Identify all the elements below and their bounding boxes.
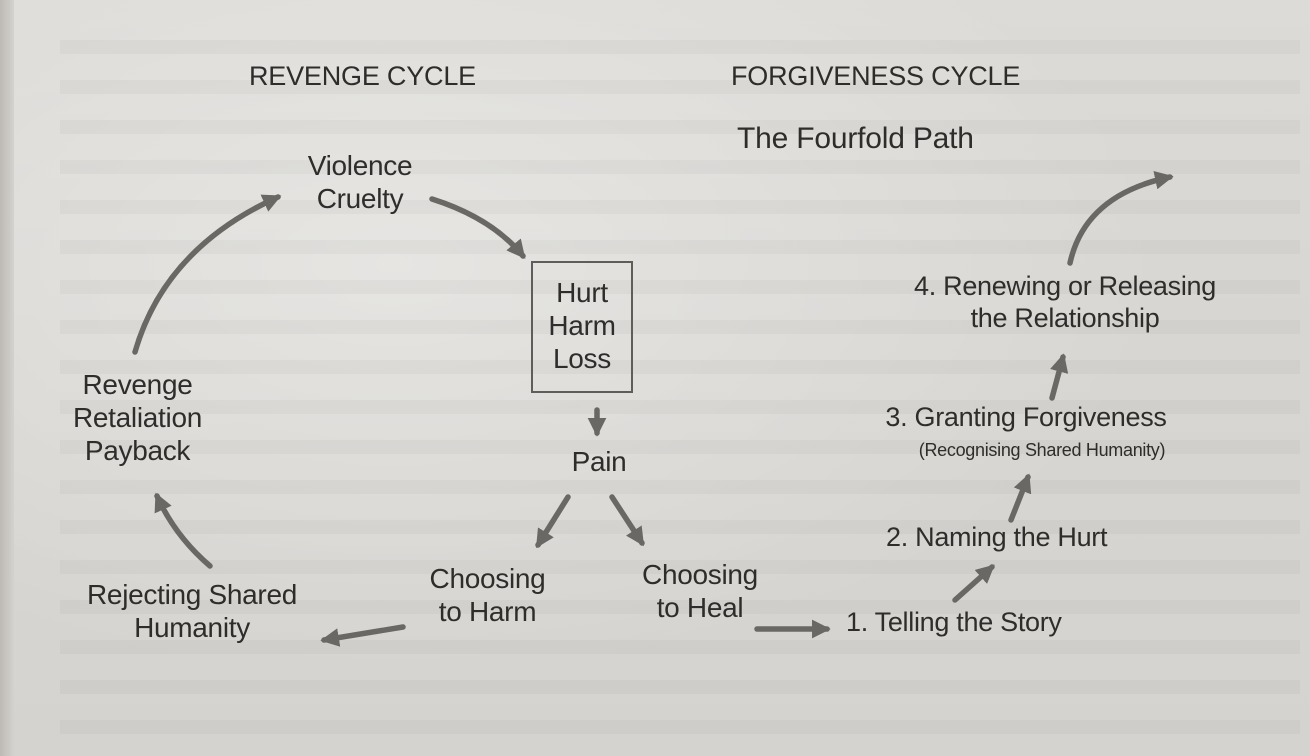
step-2-naming-the-hurt: 2. Naming the Hurt: [886, 522, 1141, 554]
arrow-harm-to-rejecting: [320, 624, 406, 647]
node-pain: Pain: [571, 446, 627, 477]
node-line: to Heal: [656, 591, 744, 623]
step-line: 4. Renewing or Releasing: [914, 271, 1216, 301]
node-choosing-to-harm: Choosing to Harm: [415, 563, 560, 629]
node-line: Humanity: [134, 611, 250, 643]
revenge-cycle-heading: REVENGE CYCLE: [249, 61, 476, 91]
step-3-granting-forgiveness: 3. Granting Forgiveness: [856, 402, 1196, 434]
node-hurt-harm-loss: Hurt Harm Loss: [535, 277, 629, 375]
step-3-note: (Recognising Shared Humanity): [918, 440, 1166, 460]
node-line: Rejecting Shared: [87, 579, 297, 610]
step-line: 2. Naming the Hurt: [886, 522, 1108, 552]
node-line: Choosing: [429, 563, 546, 594]
node-line: to Harm: [438, 595, 537, 627]
arrow-step3-to-step4: [1049, 353, 1069, 401]
step-line: 3. Granting Forgiveness: [885, 402, 1167, 432]
fourfold-path-subheading: The Fourfold Path: [737, 122, 974, 155]
node-violence-cruelty: Violence Cruelty: [300, 150, 420, 216]
arrow-rejecting-to-revenge: [154, 492, 213, 569]
node-line: Revenge: [82, 369, 193, 400]
arrow-pain-to-heal: [609, 494, 645, 547]
node-line: Harm: [548, 309, 616, 341]
hurt-harm-loss-box: [531, 261, 633, 393]
node-line: Payback: [84, 434, 191, 466]
node-line: Loss: [553, 342, 611, 374]
step-4-renewing-or-releasing: 4. Renewing or Releasing the Relationshi…: [890, 271, 1240, 334]
forgiveness-cycle-heading: FORGIVENESS CYCLE: [731, 61, 1021, 91]
node-line: Violence: [307, 150, 413, 181]
arrow-violence-to-hurt: [429, 196, 526, 259]
page-binding-shadow: [0, 0, 14, 756]
arrow-step1-to-step2: [952, 564, 995, 603]
node-revenge-retaliation-payback: Revenge Retaliation Payback: [60, 369, 215, 467]
node-line: Retaliation: [72, 401, 202, 433]
arrow-revenge-to-violence: [132, 194, 282, 355]
node-line: Hurt: [556, 277, 608, 308]
node-rejecting-shared-humanity: Rejecting Shared Humanity: [72, 579, 312, 645]
arrow-step2-to-step3: [1008, 473, 1032, 523]
node-line: Choosing: [642, 559, 758, 590]
step-1-telling-the-story: 1. Telling the Story: [846, 607, 1091, 639]
step-line: the Relationship: [970, 302, 1160, 333]
node-choosing-to-heal: Choosing to Heal: [630, 559, 770, 625]
arrow-step4-out: [1067, 170, 1174, 266]
arrow-pain-to-harm: [535, 494, 571, 549]
step-line: 1. Telling the Story: [846, 607, 1062, 637]
node-line: Cruelty: [316, 182, 404, 214]
